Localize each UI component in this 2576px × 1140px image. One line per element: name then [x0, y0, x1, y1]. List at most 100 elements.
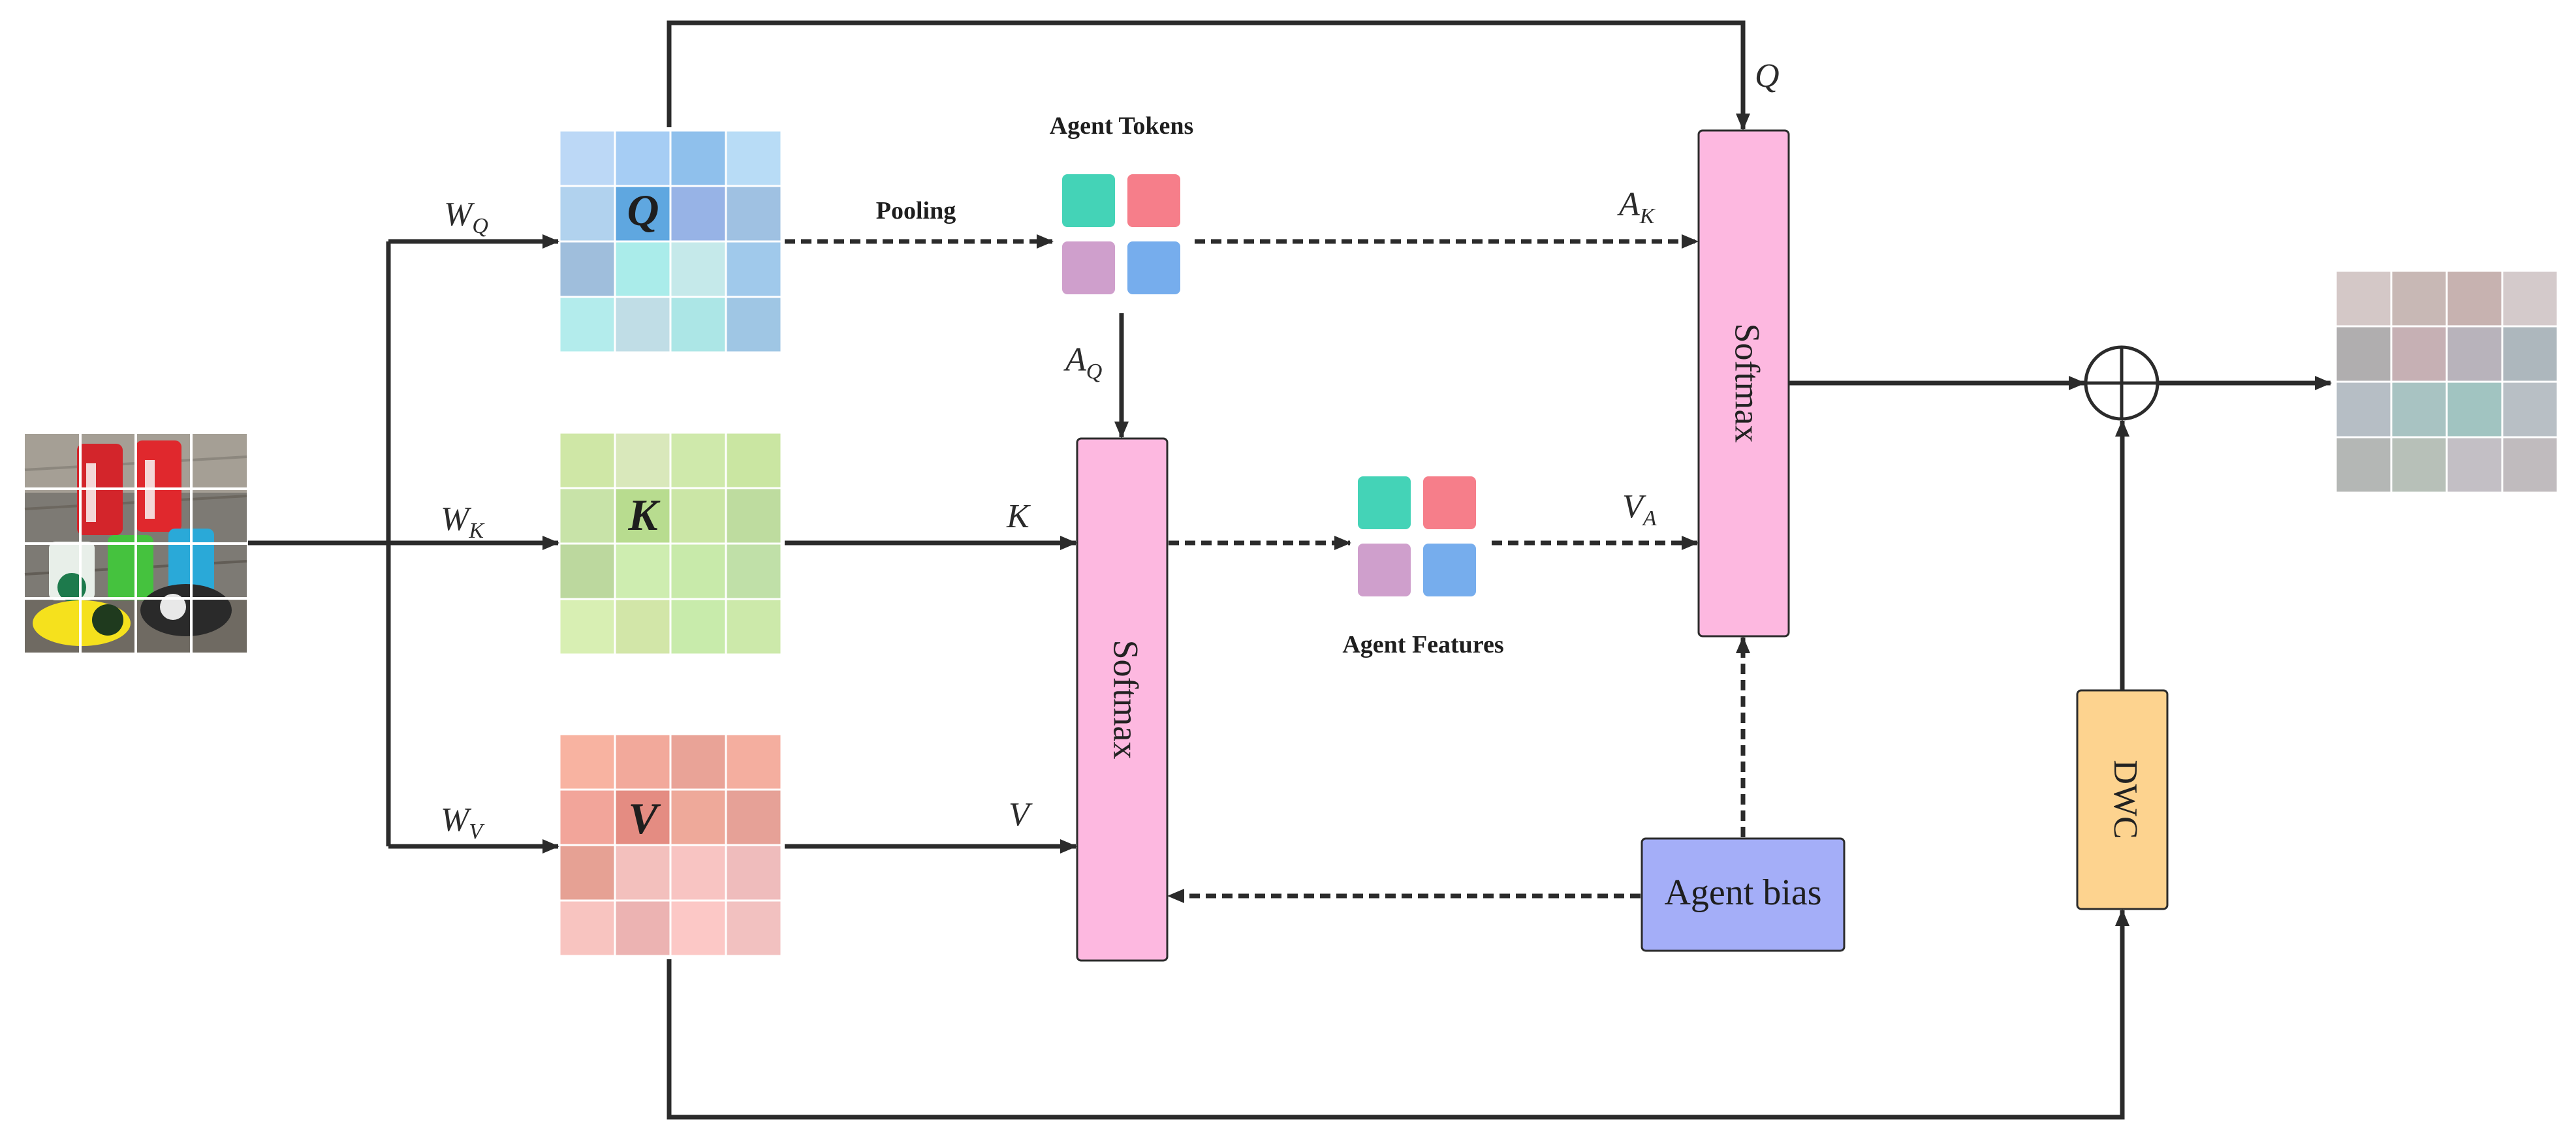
agent-feature-square: [1355, 474, 1413, 532]
input-image: [24, 434, 247, 653]
output-matrix-cell: [2501, 325, 2559, 383]
a-q-label: AQ: [1063, 341, 1102, 384]
query-matrix-cell: [558, 185, 616, 243]
value-matrix-cell: [725, 733, 783, 791]
q-matrix-letter: Q: [627, 185, 659, 235]
query-matrix-cell: [725, 240, 783, 298]
query-matrix: [558, 129, 783, 354]
dashed-connectors: [785, 234, 1750, 903]
agent-features: [1355, 474, 1479, 599]
value-matrix-cell: [558, 899, 616, 957]
value-matrix-cell: [725, 899, 783, 957]
softmax-left-box: [1076, 437, 1169, 962]
key-matrix-cell: [725, 542, 783, 600]
green-can-icon: [108, 535, 153, 600]
softmax-right-label: Softmax: [1728, 324, 1767, 443]
query-matrix-cell: [614, 296, 672, 354]
value-matrix-cell: [614, 733, 672, 791]
w-k-label: WK: [441, 501, 485, 543]
output-matrix-cell: [2501, 270, 2559, 328]
black-can-icon: [140, 584, 232, 636]
output-matrix-cell: [2501, 436, 2559, 494]
add-icon: [2084, 345, 2160, 421]
softmax-left-label: Softmax: [1107, 640, 1146, 760]
v-arrow-label: V: [1009, 796, 1033, 833]
agent-token-square: [1060, 172, 1118, 230]
output-matrix-cell: [2334, 436, 2393, 494]
agent-tokens-label: Agent Tokens: [1050, 112, 1194, 140]
key-matrix-cell: [725, 487, 783, 545]
agent-features-label: Agent Features: [1342, 631, 1503, 658]
output-matrix-cell: [2445, 270, 2504, 328]
agent-feature-square: [1355, 541, 1413, 599]
q-arrow-label: Q: [1755, 57, 1780, 95]
query-matrix-cell: [669, 185, 727, 243]
query-matrix-cell: [669, 129, 727, 187]
output-matrix-cell: [2501, 380, 2559, 439]
red-can-icon: [136, 440, 181, 532]
agent-token-square: [1125, 239, 1183, 297]
v-a-label: VA: [1622, 488, 1657, 531]
key-matrix: [558, 431, 783, 656]
key-matrix-cell: [669, 542, 727, 600]
agent-token-square: [1060, 239, 1118, 297]
k-arrow-label: K: [1006, 498, 1031, 535]
value-matrix-cell: [725, 844, 783, 902]
query-matrix-cell: [558, 240, 616, 298]
key-matrix-cell: [725, 598, 783, 656]
query-matrix-cell: [725, 129, 783, 187]
agent-bias-label: Agent bias: [1664, 872, 1821, 913]
output-matrix-cell: [2390, 380, 2448, 439]
w-q-label: WQ: [444, 196, 488, 238]
solid-connectors: [248, 20, 2332, 1120]
value-matrix: [558, 733, 783, 957]
key-matrix-cell: [669, 487, 727, 545]
value-matrix-cell: [669, 788, 727, 846]
agent-tokens: [1060, 172, 1183, 297]
key-matrix-cell: [614, 431, 672, 489]
query-matrix-cell: [614, 240, 672, 298]
value-matrix-cell: [725, 788, 783, 846]
output-matrix-cell: [2334, 270, 2393, 328]
value-matrix-cell: [614, 788, 672, 846]
key-matrix-cell: [614, 542, 672, 600]
query-matrix-cell: [614, 129, 672, 187]
value-matrix-cell: [614, 899, 672, 957]
output-matrix-cell: [2334, 380, 2393, 439]
a-k-label: AK: [1617, 186, 1656, 228]
key-matrix-cell: [558, 598, 616, 656]
agent-feature-square: [1421, 541, 1479, 599]
value-matrix-cell: [614, 844, 672, 902]
query-matrix-cell: [669, 296, 727, 354]
output-matrix-cell: [2445, 325, 2504, 383]
dwc-label: DWC: [2107, 760, 2144, 839]
key-matrix-cell: [558, 487, 616, 545]
value-matrix-cell: [558, 844, 616, 902]
query-matrix-cell: [725, 185, 783, 243]
key-matrix-cell: [558, 542, 616, 600]
agent-feature-square: [1421, 474, 1479, 532]
key-matrix-cell: [558, 431, 616, 489]
output-matrix: [2334, 270, 2559, 494]
output-matrix-cell: [2445, 380, 2504, 439]
query-matrix-cell: [669, 240, 727, 298]
key-matrix-cell: [614, 598, 672, 656]
output-matrix-cell: [2390, 436, 2448, 494]
value-matrix-cell: [558, 788, 616, 846]
output-matrix-cell: [2334, 325, 2393, 383]
output-matrix-cell: [2445, 436, 2504, 494]
value-matrix-cell: [558, 733, 616, 791]
value-matrix-cell: [669, 733, 727, 791]
k-matrix-letter: K: [627, 490, 661, 540]
value-matrix-cell: [669, 844, 727, 902]
query-matrix-cell: [725, 296, 783, 354]
pooling-label: Pooling: [876, 197, 956, 224]
key-matrix-cell: [669, 598, 727, 656]
output-matrix-cell: [2390, 270, 2448, 328]
key-matrix-cell: [669, 431, 727, 489]
agent-token-square: [1125, 172, 1183, 230]
query-matrix-cell: [558, 129, 616, 187]
key-matrix-cell: [614, 487, 672, 545]
key-matrix-cell: [725, 431, 783, 489]
